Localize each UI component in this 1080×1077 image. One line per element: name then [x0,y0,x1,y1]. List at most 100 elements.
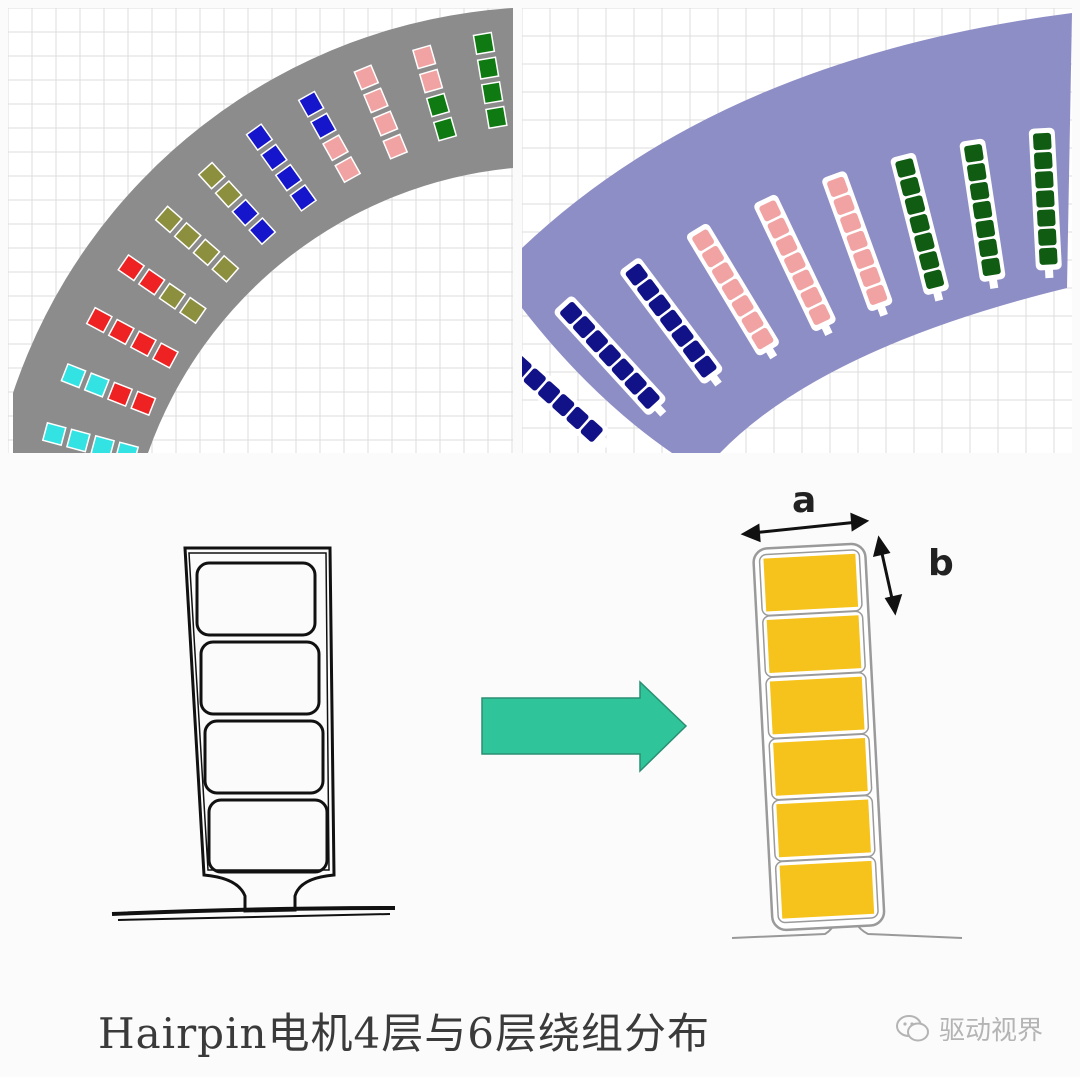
conductor [382,133,409,160]
conductor [372,110,399,137]
conductor [763,553,859,612]
conductor [773,738,868,796]
slot [959,138,1006,290]
conductor [919,251,940,271]
conductor [978,238,998,258]
conductor [767,217,790,239]
conductor [779,860,875,919]
conductor [432,116,458,142]
conductor [106,381,134,408]
conductor [151,342,180,369]
conductor [1032,132,1052,151]
conductor [900,176,921,197]
conductor [260,143,288,172]
conductor [808,304,831,325]
conductor [827,176,849,197]
conductor [741,311,764,333]
conductor [538,381,561,404]
conductor [776,799,871,858]
conductor [154,205,183,234]
conductor [840,212,862,233]
conductor [775,235,798,256]
conductor [904,195,926,215]
conductor [721,278,744,301]
conductor [969,181,990,201]
conductor [964,144,984,163]
conductor [766,615,862,673]
conductor [173,221,202,250]
conductor [637,279,660,301]
conductor [702,245,724,268]
slot [522,337,611,449]
conductor [560,302,583,324]
conductor [769,676,865,735]
conductor [580,419,603,442]
conductor [751,327,774,350]
conductor [846,230,868,251]
conductor [472,31,496,56]
conductor [522,355,532,378]
conductor [637,386,660,409]
conductor [83,372,110,398]
conductor [694,355,717,378]
conductor [41,421,67,447]
six-layer-slots [522,127,1062,449]
conductor [923,269,945,289]
four-layer-slot-outline [111,546,396,921]
conductor [274,163,303,192]
conductor [975,219,996,239]
conductor [60,362,87,389]
conductor [231,198,260,227]
conductor [552,394,575,417]
conductor [598,344,621,367]
dimension-b-arrow-icon [872,535,903,616]
four-layer-slots [41,31,508,453]
conductor [1033,151,1053,170]
conductor [211,254,240,283]
slot [890,152,949,302]
conductor [214,179,243,209]
watermark: 驱动视界 [895,1010,1043,1047]
stator-core [522,13,1072,453]
conductor [158,282,187,311]
conductor [197,161,226,190]
conductor [107,318,135,346]
conductor [178,296,207,325]
conductor [248,216,277,246]
conductor [792,269,814,291]
slot [620,258,723,387]
dimension-b-label: b [928,543,954,584]
conductor [981,257,1001,276]
conductor [90,434,116,453]
conductor [1037,209,1056,227]
conductor [731,295,754,317]
conductor [297,90,325,118]
six-layer-winding-panel [522,8,1072,453]
dimension-a-label: a [792,480,816,521]
slot [554,296,667,417]
conductor [192,238,221,267]
conductor [362,87,389,114]
slot-comparison-diagram: a b [111,480,963,939]
conductor [759,200,781,222]
conductor [624,372,647,395]
conductor [309,112,337,140]
conductor [411,44,437,70]
conductor [625,263,648,286]
conductor [972,200,993,220]
conductor [353,64,380,91]
conductor [65,428,91,453]
conductor [611,358,634,381]
slot [1028,127,1062,279]
conductor [833,194,855,215]
conductor [859,266,881,287]
dimension-a-arrow-icon [740,512,870,543]
conductor [114,441,140,453]
conductor [85,306,113,334]
conductor [909,214,930,234]
conductor [712,262,734,284]
slot [822,171,893,317]
conductor [660,309,683,332]
conductor [1034,171,1054,189]
four-layer-winding-panel [8,8,513,453]
